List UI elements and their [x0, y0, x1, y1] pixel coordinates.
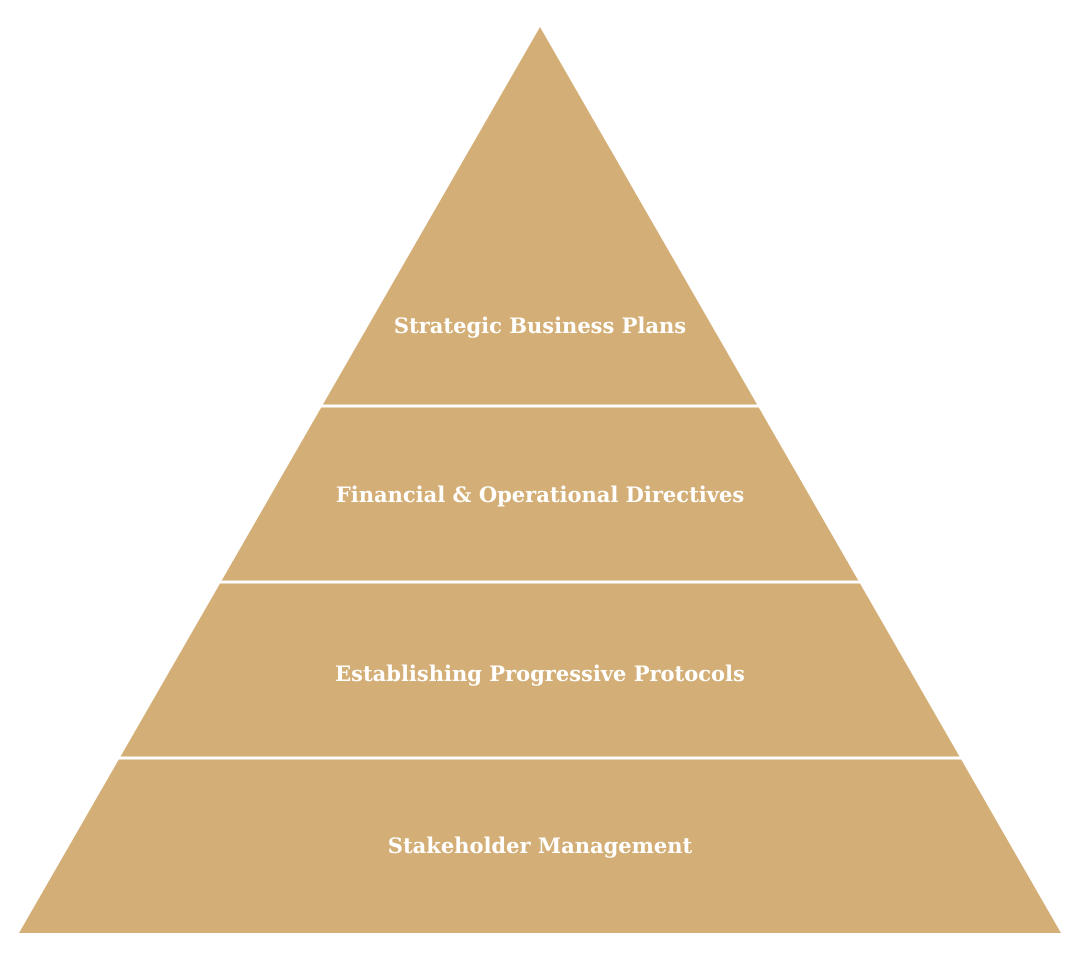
pyramid-tier-upper-middle — [221, 407, 859, 581]
tier-label-strategic-business-plans: Strategic Business Plans — [394, 313, 686, 338]
tier-label-stakeholder-management: Stakeholder Management — [388, 833, 693, 858]
tier-label-financial-operational-directives: Financial & Operational Directives — [336, 482, 744, 507]
pyramid-tier-lower-middle — [120, 583, 960, 757]
pyramid-tier-top — [322, 27, 758, 405]
pyramid-tier-base — [19, 759, 1061, 933]
tier-label-establishing-progressive-protocols: Establishing Progressive Protocols — [335, 661, 745, 686]
